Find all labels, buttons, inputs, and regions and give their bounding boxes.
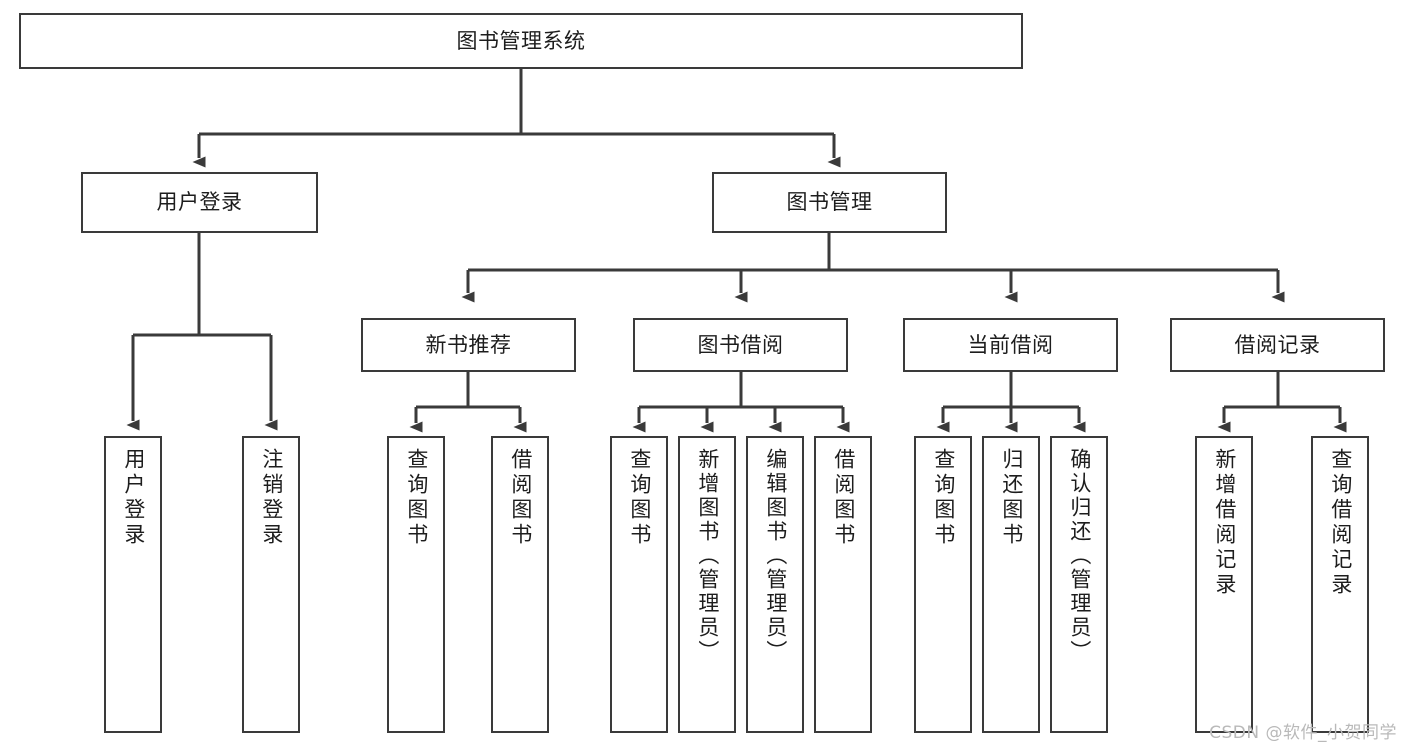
node-new-book-recommend[interactable]: 新书推荐: [361, 318, 576, 372]
node-label: 查询图书: [931, 448, 956, 548]
leaf-edit-book-admin[interactable]: 编辑图书（管理员）: [746, 436, 804, 733]
leaf-confirm-return-admin[interactable]: 确认归还（管理员）: [1050, 436, 1108, 733]
node-label: 借阅记录: [1234, 332, 1321, 357]
node-label: 查询图书: [627, 448, 652, 548]
node-label: 用户登录: [121, 448, 146, 548]
node-label: 借阅图书: [508, 448, 533, 548]
node-user-login[interactable]: 用户登录: [81, 172, 318, 233]
leaf-borrow-book[interactable]: 借阅图书: [814, 436, 872, 733]
node-label: 借阅图书: [831, 448, 856, 548]
node-label: 图书管理: [786, 190, 873, 215]
node-root-system[interactable]: 图书管理系统: [19, 13, 1023, 69]
node-label: 图书管理系统: [456, 28, 586, 53]
leaf-user-login[interactable]: 用户登录: [104, 436, 162, 733]
leaf-query-book-recommend[interactable]: 查询图书: [387, 436, 445, 733]
node-book-borrow[interactable]: 图书借阅: [633, 318, 848, 372]
node-label: 新增借阅记录: [1212, 448, 1237, 598]
node-label: 查询借阅记录: [1328, 448, 1353, 598]
leaf-return-book[interactable]: 归还图书: [982, 436, 1040, 733]
leaf-add-borrow-record[interactable]: 新增借阅记录: [1195, 436, 1253, 733]
leaf-logout[interactable]: 注销登录: [242, 436, 300, 733]
node-label: 用户登录: [156, 190, 243, 215]
leaf-query-book-borrow[interactable]: 查询图书: [610, 436, 668, 733]
leaf-query-borrow-record[interactable]: 查询借阅记录: [1311, 436, 1369, 733]
node-label: 图书借阅: [697, 332, 784, 357]
node-label: 注销登录: [259, 448, 284, 548]
node-label: 新书推荐: [425, 332, 512, 357]
node-label: 当前借阅: [967, 332, 1054, 357]
node-borrow-record[interactable]: 借阅记录: [1170, 318, 1385, 372]
node-label: 编辑图书（管理员）: [763, 448, 788, 664]
node-label: 归还图书: [999, 448, 1024, 548]
leaf-query-book-current[interactable]: 查询图书: [914, 436, 972, 733]
node-label: 新增图书（管理员）: [695, 448, 720, 664]
leaf-add-book-admin[interactable]: 新增图书（管理员）: [678, 436, 736, 733]
leaf-borrow-book-recommend[interactable]: 借阅图书: [491, 436, 549, 733]
node-current-borrow[interactable]: 当前借阅: [903, 318, 1118, 372]
node-label: 查询图书: [404, 448, 429, 548]
node-label: 确认归还（管理员）: [1067, 448, 1092, 664]
node-book-management[interactable]: 图书管理: [712, 172, 947, 233]
